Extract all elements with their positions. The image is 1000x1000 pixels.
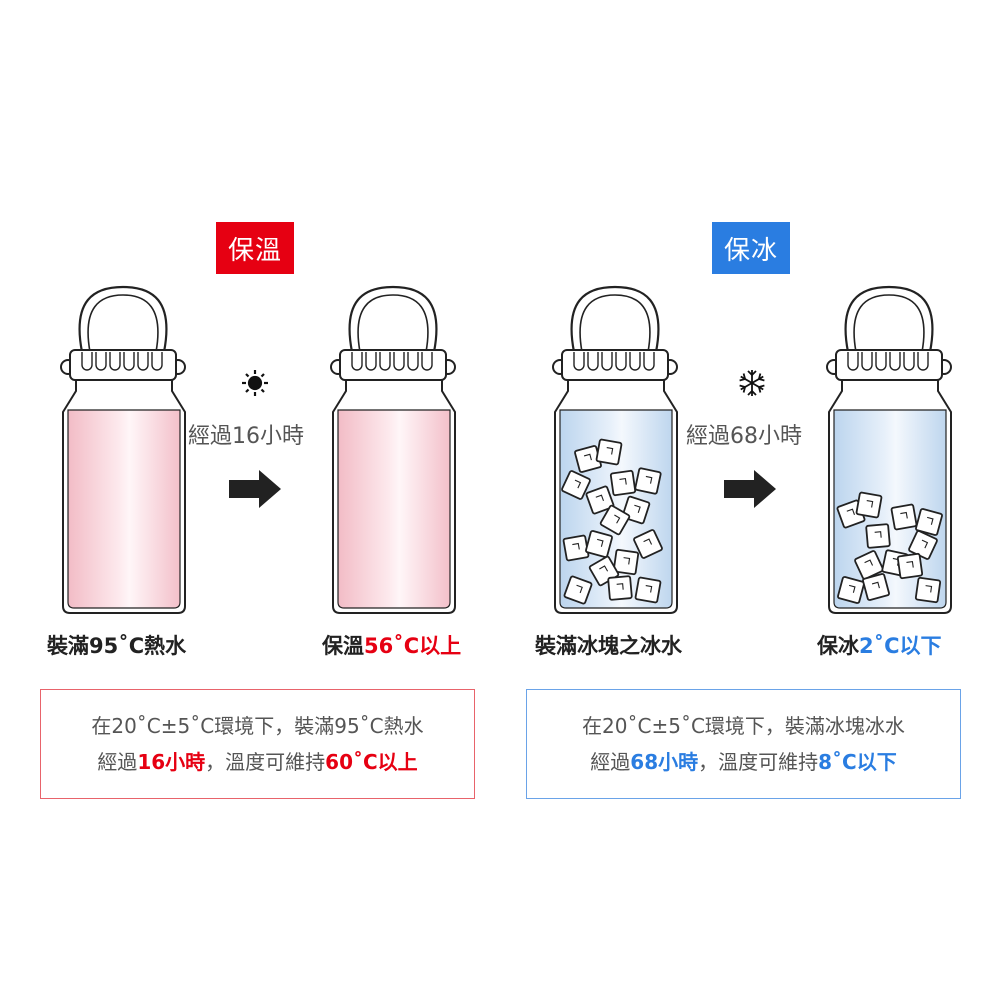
info-line-1: 在20˚C±5˚C環境下，裝滿95˚C熱水 xyxy=(91,714,424,738)
caption-hot-start: 裝滿95˚C熱水 xyxy=(47,634,187,658)
cold-info-box: 在20˚C±5˚C環境下，裝滿冰塊冰水 經過68小時，溫度可維持8˚C以下 xyxy=(526,689,961,799)
bottle-hot-start xyxy=(59,285,187,615)
info-temperature: 8˚C以下 xyxy=(818,750,897,774)
bottle-ice-start xyxy=(551,285,679,615)
right-arrow-icon xyxy=(229,470,281,508)
info-hours: 68小時 xyxy=(630,750,699,774)
info-line-2: 經過16小時，溫度可維持60˚C以上 xyxy=(97,744,417,780)
caption-prefix: 保冰 xyxy=(817,634,859,658)
caption-value: 56˚C以上 xyxy=(364,634,462,658)
sun-icon xyxy=(242,370,268,396)
snowflake-icon xyxy=(737,370,767,397)
caption-prefix: 保溫 xyxy=(322,634,364,658)
warm-badge: 保溫 xyxy=(216,222,294,274)
caption-ice-start: 裝滿冰塊之冰水 xyxy=(535,634,682,658)
caption-ice-end: 保冰2˚C以下 xyxy=(817,630,942,660)
caption-value: 2˚C以下 xyxy=(859,634,942,658)
bottle-hot-end xyxy=(329,285,457,615)
info-temperature: 60˚C以上 xyxy=(325,750,418,774)
info-text: ，溫度可維持 xyxy=(205,750,326,774)
info-line-2: 經過68小時，溫度可維持8˚C以下 xyxy=(590,744,896,780)
cold-duration-label: 經過68小時 xyxy=(686,424,802,449)
warm-info-box: 在20˚C±5˚C環境下，裝滿95˚C熱水 經過16小時，溫度可維持60˚C以上 xyxy=(40,689,475,799)
bottle-ice-end xyxy=(825,285,953,615)
info-text: ，溫度可維持 xyxy=(698,750,819,774)
warm-duration-label: 經過16小時 xyxy=(188,424,304,449)
info-line-1: 在20˚C±5˚C環境下，裝滿冰塊冰水 xyxy=(582,714,905,738)
info-hours: 16小時 xyxy=(137,750,206,774)
cold-badge: 保冰 xyxy=(712,222,790,274)
right-arrow-icon xyxy=(724,470,776,508)
info-text: 經過 xyxy=(97,750,138,774)
info-text: 經過 xyxy=(590,750,631,774)
caption-hot-end: 保溫56˚C以上 xyxy=(322,630,461,660)
